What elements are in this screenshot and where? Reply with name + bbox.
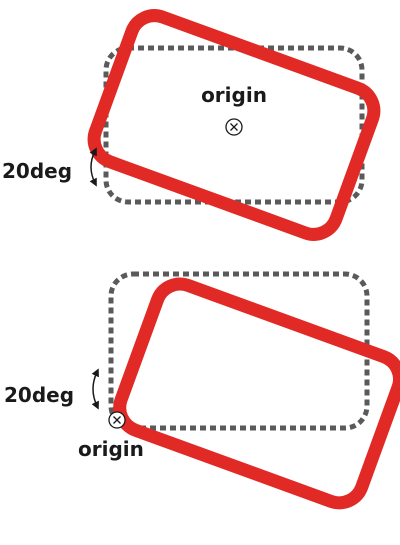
rotation-arrow-icon (91, 368, 99, 410)
rotated-box-outline (87, 9, 381, 241)
x-circle-icon (225, 118, 243, 136)
rotation-arrow-icon (89, 147, 97, 187)
panel-center-origin: origin 20deg (2, 9, 381, 241)
origin-label: origin (201, 83, 267, 107)
x-circle-icon (108, 411, 126, 429)
angle-label: 20deg (4, 383, 74, 407)
rotated-box-outline (113, 277, 400, 510)
panel-corner-origin: 20deg origin (4, 271, 400, 510)
origin-label: origin (78, 437, 144, 461)
angle-label: 20deg (2, 159, 72, 183)
